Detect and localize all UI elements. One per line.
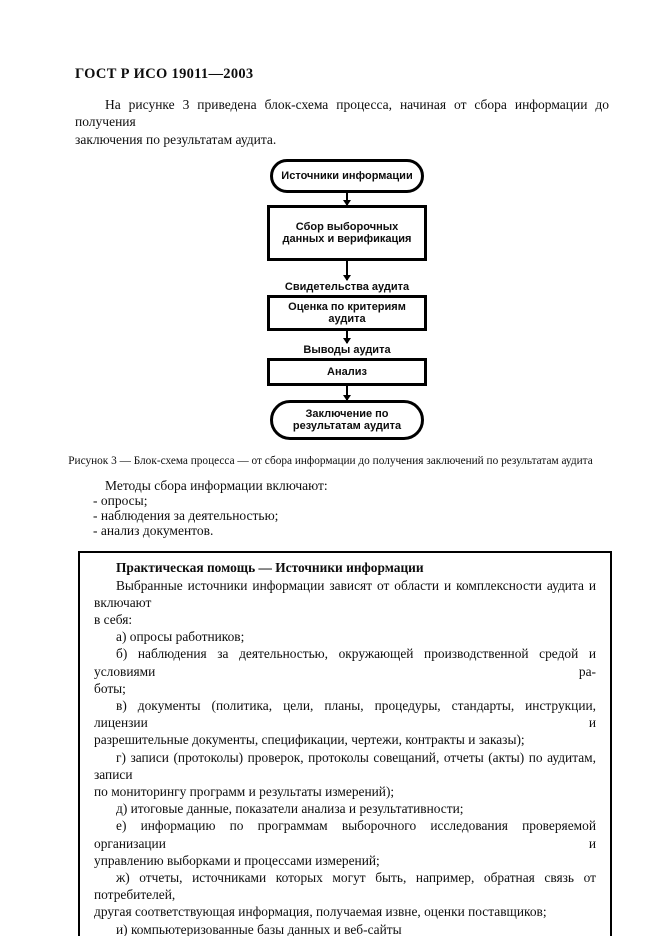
text-line: и) компьютеризованные базы данных и веб-… — [116, 921, 402, 936]
flow-node-label: Оценка по критериям аудита — [288, 300, 406, 326]
figure-caption: Рисунок 3 — Блок-схема процесса — от сбо… — [68, 455, 593, 468]
intro-paragraph: На рисунке 3 приведена блок-схема процес… — [75, 96, 609, 148]
text-line: ж) отчеты, источниками которых могут быт… — [94, 870, 596, 903]
text-line: е) информацию по программам выборочного … — [94, 818, 596, 851]
flow-label-audit-findings: Выводы аудита — [303, 344, 391, 357]
flow-node-collect-verify: Сбор выборочных данных и верификация — [267, 205, 427, 262]
text-line: другая соответствующая информация, получ… — [94, 904, 547, 920]
text-line: по мониторингу программ и результаты изм… — [94, 784, 395, 800]
flow-node-label: Источники информации — [281, 169, 413, 182]
flow-arrow-down-icon — [346, 331, 348, 344]
methods-paragraph: Методы сбора информации включают:- опрос… — [75, 478, 609, 538]
text-line: разрешительные документы, спецификации, … — [94, 732, 525, 748]
text-line: управлению выборками и процессами измере… — [94, 852, 380, 868]
flow-node-audit-conclusions: Заключение по результатам аудита — [270, 400, 424, 441]
flow-arrow-down-icon — [346, 193, 348, 206]
flow-node-review: Анализ — [267, 358, 427, 387]
text-line: - анализ документов. — [93, 522, 214, 538]
practical-help-box: Практическая помощь — Источники информац… — [78, 551, 612, 936]
flowchart: Источники информации Сбор выборочных дан… — [267, 159, 427, 441]
flow-node-label: Сбор выборочных данных и верификация — [282, 220, 412, 246]
text-line: в) документы (политика, цели, планы, про… — [94, 698, 596, 731]
flow-arrow-down-icon — [346, 261, 348, 281]
flow-node-label: Анализ — [327, 365, 367, 378]
text-line: д) итоговые данные, показатели анализа и… — [116, 801, 464, 817]
text-line: в себя: — [94, 612, 133, 628]
help-heading-line: Практическая помощь — Источники информац… — [116, 560, 424, 576]
document-title: ГОСТ Р ИСО 19011—2003 — [75, 66, 254, 82]
text-line: Методы сбора информации включают: — [105, 478, 328, 494]
text-line: На рисунке 3 приведена блок-схема процес… — [75, 97, 609, 130]
text-line: - опросы; — [93, 493, 148, 509]
flow-node-information-sources: Источники информации — [270, 159, 424, 194]
flow-node-evaluate-criteria: Оценка по критериям аудита — [267, 295, 427, 332]
text-line: боты; — [94, 680, 126, 696]
text-line: б) наблюдения за деятельностью, окружающ… — [94, 646, 596, 679]
flow-label-audit-evidence: Свидетельства аудита — [284, 281, 410, 294]
text-line: г) записи (протоколы) проверок, протокол… — [94, 749, 596, 782]
flow-node-label: Заключение по результатам аудита — [292, 407, 402, 433]
text-line: Выбранные источники информации зависят о… — [94, 577, 596, 610]
text-line: заключения по результатам аудита. — [75, 131, 277, 147]
text-line: а) опросы работников; — [116, 629, 245, 645]
text-line: - наблюдения за деятельностью; — [93, 507, 279, 523]
flow-arrow-down-icon — [346, 386, 348, 401]
